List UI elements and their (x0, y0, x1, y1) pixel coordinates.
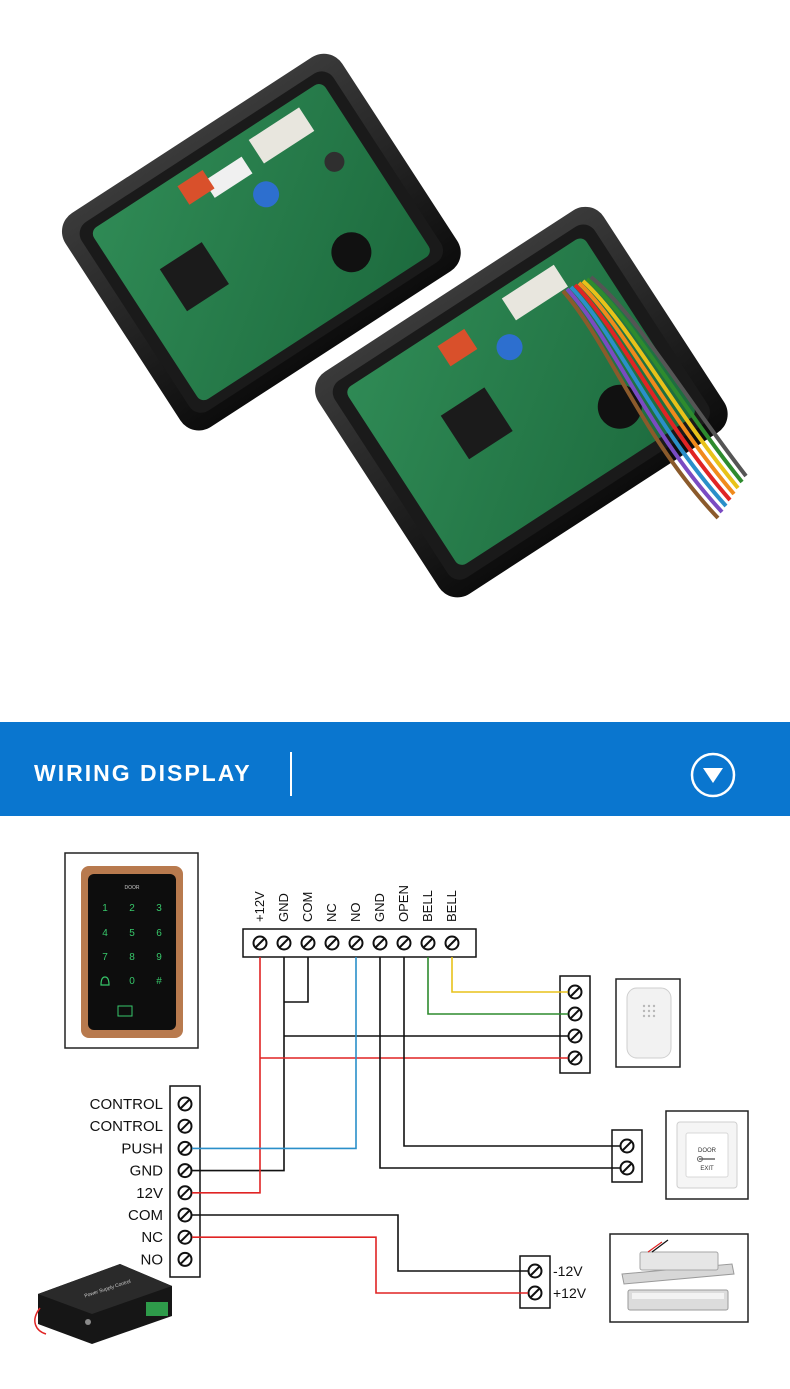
exit-button-line2: EXIT (700, 1166, 714, 1172)
right-housing (315, 206, 728, 598)
lock-terminal-block: -12V +12V (519, 1255, 587, 1309)
keypad-key: 2 (129, 903, 135, 914)
main-terminal-screw-icon (276, 935, 292, 951)
product-photo (61, 53, 748, 598)
wiring-svg: DOOR 1 2 3 4 5 6 7 8 9 0 # +12V GND COM NC NO GND OPEN BE… (34, 852, 749, 1344)
main-terminal-label: BELL (420, 890, 435, 922)
main-terminal-label: GND (276, 893, 291, 922)
banner-title: WIRING DISPLAY (34, 760, 252, 786)
bell-terminal-screw-icon (567, 1006, 583, 1022)
wire-nc-lock (192, 1236, 528, 1294)
wire-gnd-exit (379, 957, 620, 1169)
main-terminal-label: COM (300, 892, 315, 922)
power-terminal-label: NC (141, 1229, 163, 1246)
keypad-brand: DOOR (125, 885, 140, 891)
wire-com-link (284, 957, 309, 1003)
wire-12v-power (192, 957, 261, 1194)
main-terminal-screw-icon (396, 935, 412, 951)
exit-terminal-screw-icon (619, 1138, 635, 1154)
main-terminal-label: GND (372, 893, 387, 922)
doorbell-device (615, 978, 681, 1068)
keypad-device: DOOR 1 2 3 4 5 6 7 8 9 0 # (64, 852, 199, 1049)
main-terminal-label: NO (348, 903, 363, 923)
main-terminal-label: +12V (252, 891, 267, 922)
section-banner: WIRING DISPLAY (0, 722, 790, 816)
power-terminal-screw-icon (177, 1251, 193, 1267)
banner-divider (290, 752, 292, 796)
bell-terminal-screw-icon (567, 1028, 583, 1044)
wire-open-exit (403, 957, 620, 1147)
power-terminal-label: COM (128, 1207, 163, 1224)
keypad-key: 5 (129, 928, 135, 939)
wire-bell-yellow (451, 957, 568, 993)
power-terminal-label: 12V (136, 1185, 163, 1202)
exit-button-line1: DOOR (698, 1148, 717, 1154)
keypad-key: 6 (156, 928, 162, 939)
main-terminal-label: BELL (444, 890, 459, 922)
power-terminal-label: CONTROL (90, 1096, 163, 1113)
main-terminal-label: OPEN (396, 885, 411, 922)
wire-com-lock (192, 1214, 528, 1272)
bell-terminal-screw-icon (567, 984, 583, 1000)
wire-harness (561, 275, 748, 520)
main-terminal-screw-icon (444, 935, 460, 951)
power-terminal-screw-icon (177, 1185, 193, 1201)
keypad-key: 7 (102, 952, 108, 963)
exit-terminal-block (611, 1129, 643, 1183)
lock-terminal-label: -12V (553, 1263, 583, 1279)
power-terminal-screw-icon (177, 1229, 193, 1245)
wire-bell-green (427, 957, 568, 1015)
main-terminal-screw-icon (252, 935, 268, 951)
wiring-diagram: DOOR 1 2 3 4 5 6 7 8 9 0 # +12V GND COM NC NO GND OPEN BE… (0, 816, 790, 1384)
power-terminal-screw-icon (177, 1163, 193, 1179)
card-reader-icon (117, 1005, 133, 1017)
power-terminal-screw-icon (177, 1207, 193, 1223)
chevron-down-icon[interactable] (690, 752, 736, 798)
power-terminal-label: NO (141, 1251, 164, 1268)
main-terminal-screw-icon (420, 935, 436, 951)
power-supply-box: Power Supply Control (34, 1264, 172, 1344)
power-terminal-label: GND (130, 1163, 164, 1180)
left-housing (61, 53, 461, 431)
main-terminal-strip: +12V GND COM NC NO GND OPEN BELL BELL (242, 885, 477, 958)
keypad-keys: 1 2 3 4 5 6 7 8 9 0 # (100, 903, 162, 1017)
lock-terminal-screw-icon (527, 1285, 543, 1301)
wire-gnd-power (192, 957, 285, 1172)
keypad-key: # (156, 976, 162, 987)
keypad-key: 4 (102, 928, 108, 939)
power-terminal-screw-icon (177, 1118, 193, 1134)
magnetic-lock-device (609, 1233, 749, 1323)
main-terminal-screw-icon (372, 935, 388, 951)
controller-boards-image (61, 53, 748, 598)
power-terminal-label: CONTROL (90, 1118, 163, 1135)
keypad-key: 9 (156, 952, 162, 963)
wire-push-blue (192, 957, 357, 1150)
lock-terminal-screw-icon (527, 1263, 543, 1279)
main-terminal-screw-icon (300, 935, 316, 951)
wires (192, 957, 620, 1294)
bell-terminal-screw-icon (567, 1050, 583, 1066)
power-terminal-screw-icon (177, 1140, 193, 1156)
keypad-key: 3 (156, 903, 162, 914)
bell-key-icon (100, 976, 110, 986)
power-terminal-label: PUSH (121, 1140, 163, 1157)
exit-terminal-screw-icon (619, 1160, 635, 1176)
keypad-key: 8 (129, 952, 135, 963)
main-terminal-screw-icon (324, 935, 340, 951)
keypad-key: 0 (129, 976, 135, 987)
keypad-key: 1 (102, 903, 108, 914)
main-terminal-label: NC (324, 903, 339, 922)
power-terminal-block: CONTROL CONTROL PUSH GND 12V COM NC NO (90, 1085, 201, 1278)
exit-button-device: DOOR EXIT (665, 1110, 749, 1200)
main-terminal-screw-icon (348, 935, 364, 951)
lock-terminal-label: +12V (553, 1285, 587, 1301)
power-terminal-screw-icon (177, 1096, 193, 1112)
